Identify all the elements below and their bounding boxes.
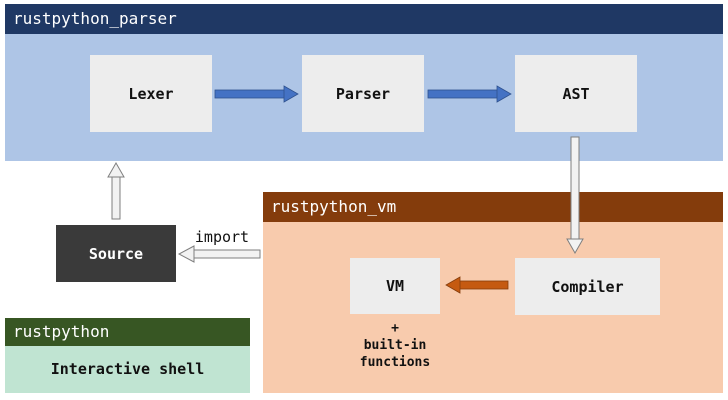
builtin-line2: functions <box>359 355 431 370</box>
interactive-shell-label: Interactive shell <box>5 346 250 393</box>
vm-node: VM <box>350 258 440 314</box>
lexer-to-parser-arrow <box>214 85 299 103</box>
parser-node: Parser <box>302 55 424 132</box>
rustpython-parser-group-title: rustpython_parser <box>5 4 723 34</box>
compiler-node: Compiler <box>515 258 660 315</box>
source-to-lexer-arrow <box>107 161 125 220</box>
rustpython-group-title: rustpython <box>5 318 250 346</box>
ast-to-compiler-arrow <box>566 136 584 255</box>
parser-to-ast-arrow <box>427 85 512 103</box>
source-node: Source <box>56 225 176 282</box>
builtin-line1: built-in <box>363 338 427 353</box>
builtin-plus: + <box>391 321 399 336</box>
compiler-to-vm-arrow <box>445 276 509 294</box>
lexer-node: Lexer <box>90 55 212 132</box>
import-edge-label: import <box>194 228 250 246</box>
ast-node: AST <box>515 55 637 132</box>
builtin-functions-label: + built-in functions <box>330 320 460 371</box>
import-arrow <box>177 245 261 263</box>
rustpython-vm-group-title: rustpython_vm <box>263 192 723 222</box>
